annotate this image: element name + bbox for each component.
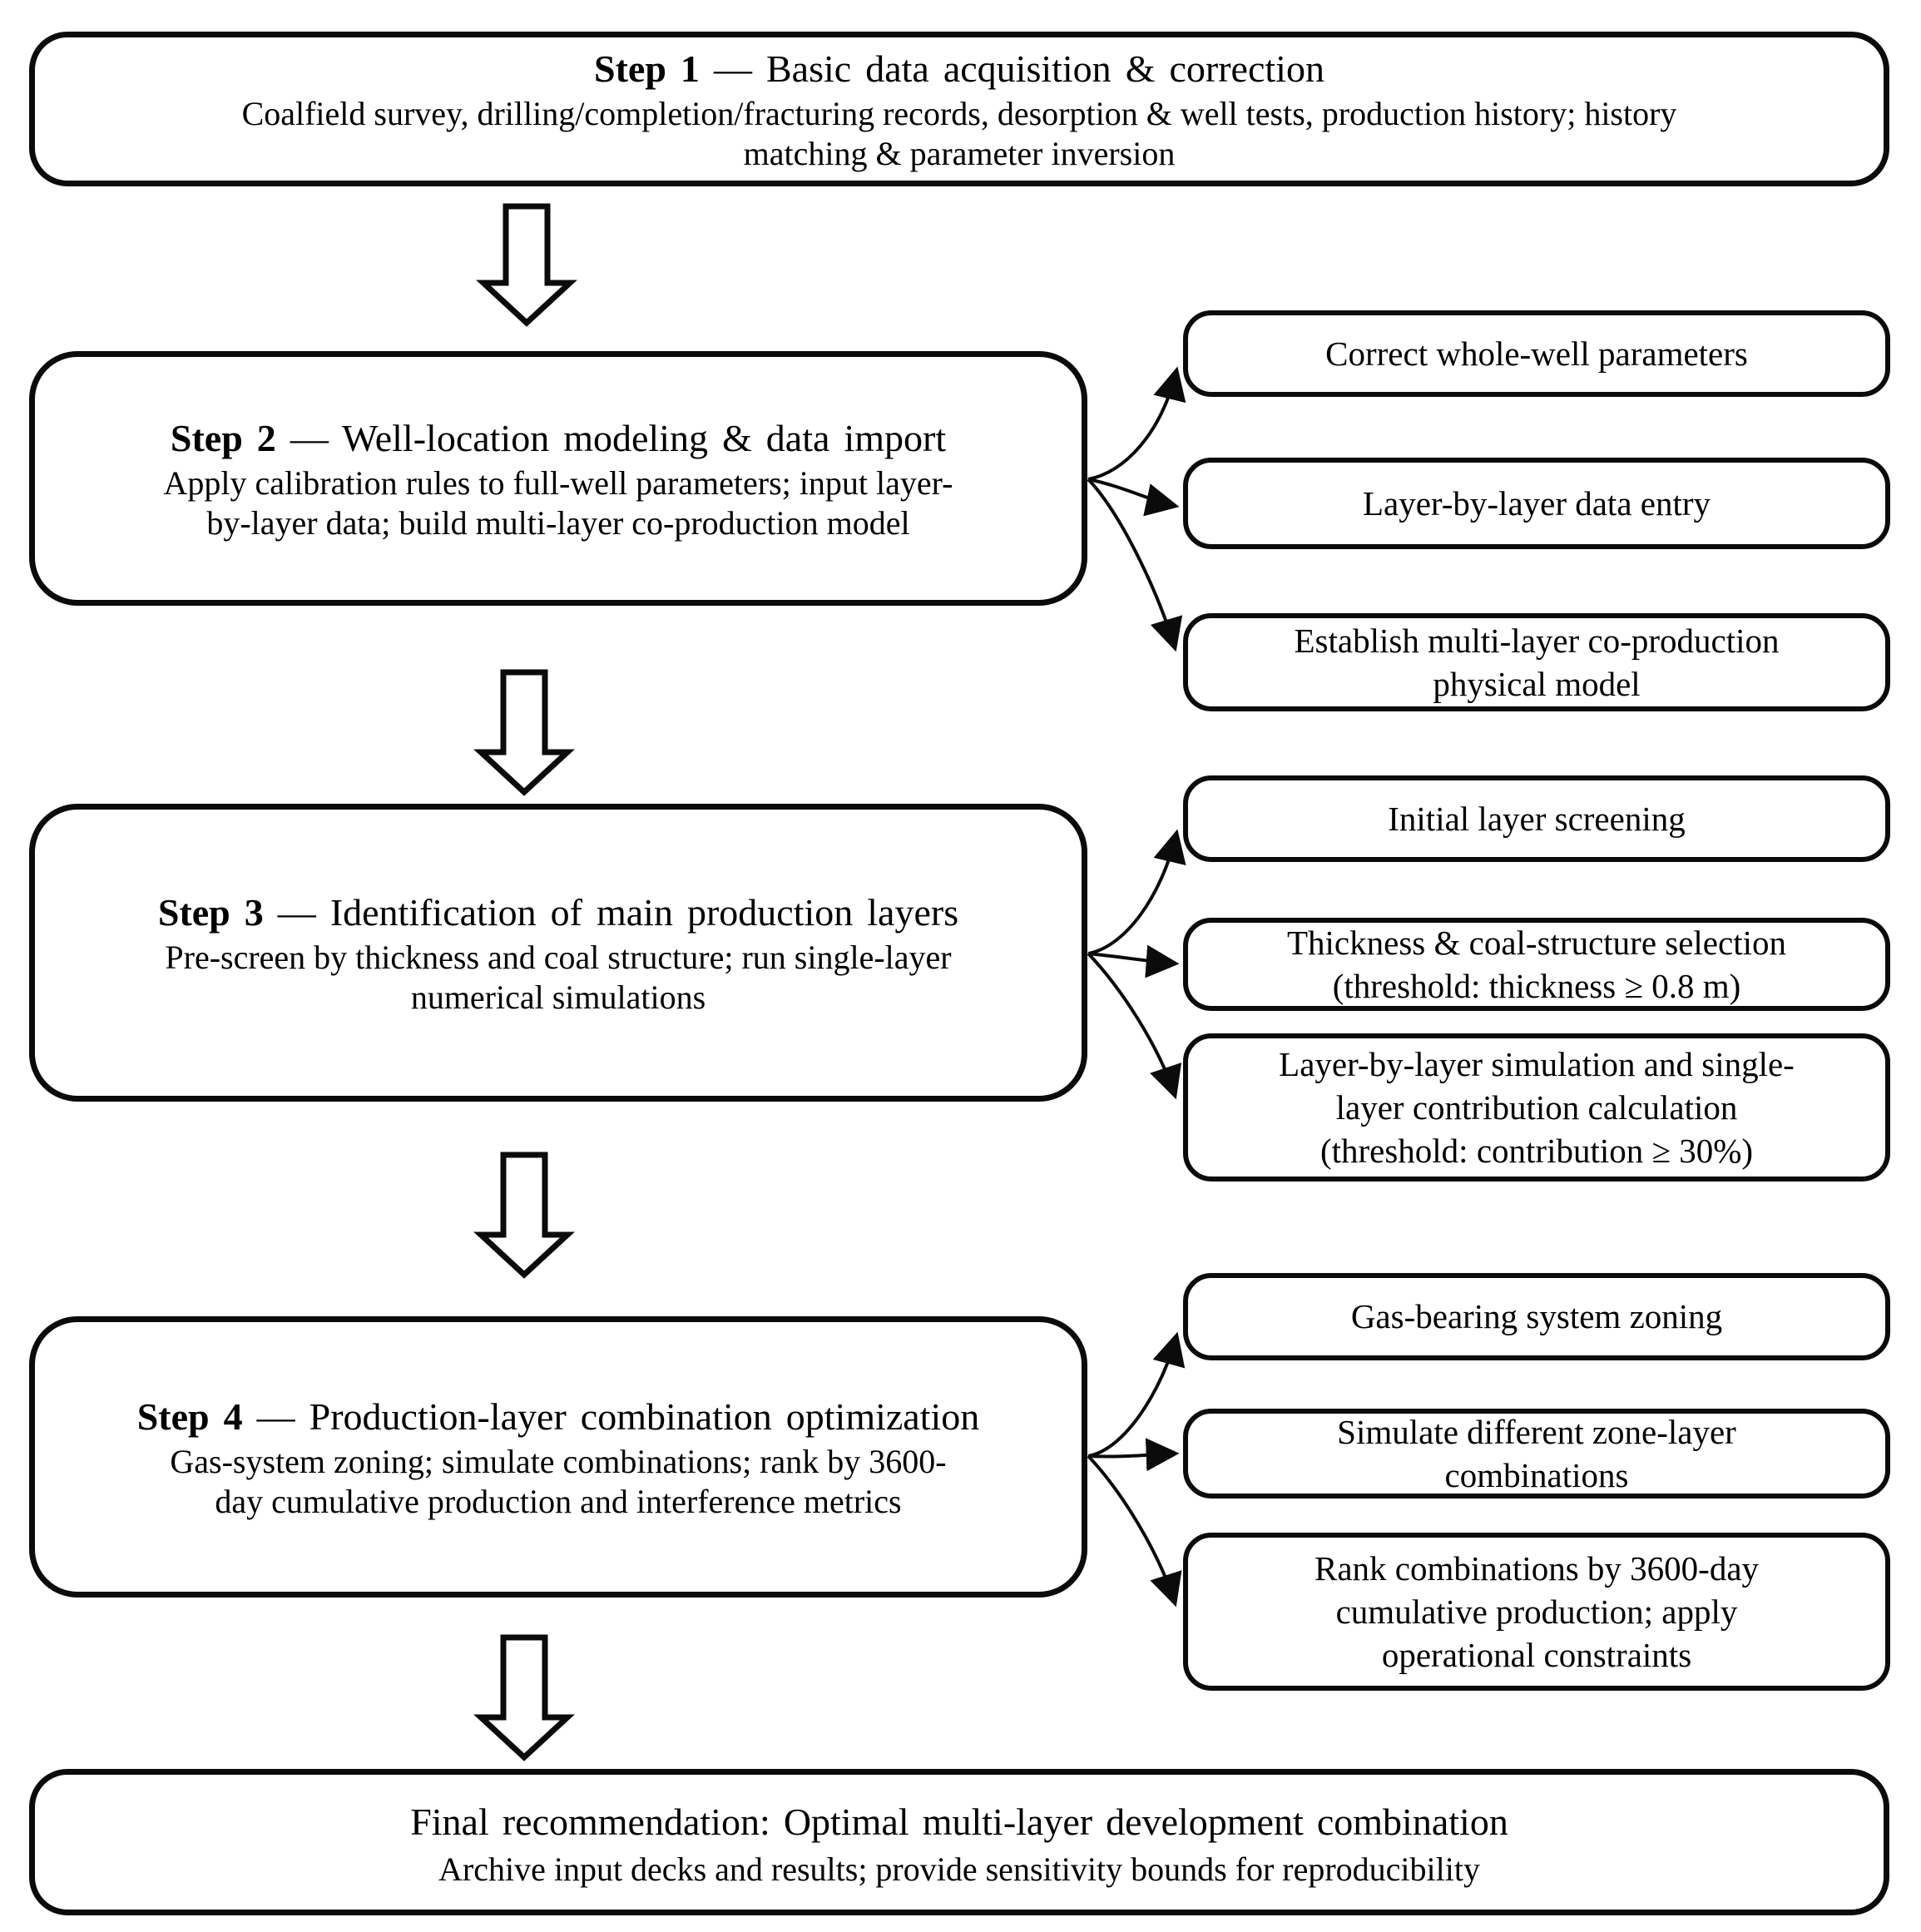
down-arrow-step3-step4	[473, 1152, 575, 1279]
step2-title-rest: — Well-location modeling & data import	[275, 417, 947, 460]
step1-body-line: Coalfield survey, drilling/completion/fr…	[241, 94, 1677, 132]
step2-body-line: Apply calibration rules to full-well par…	[163, 463, 953, 502]
side-box-initial-layer-screening: Initial layer screening	[1183, 775, 1890, 862]
step2-title: Step 2 — Well-location modeling & data i…	[171, 414, 946, 463]
side-box-label: Establish multi-layer co-production	[1294, 621, 1780, 660]
side-box-thickness-coal-structure-selection: Thickness & coal-structure selection (th…	[1183, 918, 1890, 1011]
step1-box: Step 1 — Basic data acquisition & correc…	[29, 32, 1889, 186]
final-title: Final recommendation: Optimal multi-laye…	[410, 1800, 1508, 1843]
side-box-label: Layer-by-layer simulation and single-	[1279, 1044, 1795, 1083]
step1-body: Coalfield survey, drilling/completion/fr…	[242, 94, 1677, 174]
side-box-gas-bearing-system-zoning: Gas-bearing system zoning	[1183, 1273, 1890, 1360]
side-box-label: cumulative production; apply	[1335, 1592, 1738, 1631]
step3-title: Step 3 — Identification of main producti…	[158, 888, 958, 938]
final-body: Archive input decks and results; provide…	[438, 1850, 1480, 1889]
side-box-label: Initial layer screening	[1388, 799, 1686, 838]
down-arrow-step4-final	[473, 1634, 575, 1761]
side-box-label: Correct whole-well parameters	[1325, 334, 1748, 373]
side-box-correct-whole-well-parameters: Correct whole-well parameters	[1183, 310, 1890, 397]
step3-body-line: numerical simulations	[410, 978, 706, 1016]
connector-step2-box2	[1087, 478, 1180, 517]
side-box-label: (threshold: thickness ≥ 0.8 m)	[1332, 967, 1741, 1005]
step2-body: Apply calibration rules to full-well par…	[164, 463, 953, 543]
side-box-label: Rank combinations by 3600-day	[1314, 1548, 1760, 1588]
side-box-layer-by-layer-data-entry: Layer-by-layer data entry	[1183, 458, 1890, 549]
step3-title-rest: — Identification of main production laye…	[263, 891, 959, 934]
connector-step2-box3	[1087, 478, 1183, 652]
step3-box: Step 3 — Identification of main producti…	[29, 804, 1087, 1102]
step2-box: Step 2 — Well-location modeling & data i…	[29, 351, 1087, 606]
side-box-label: Thickness & coal-structure selection	[1287, 923, 1786, 962]
down-arrow-step2-step3	[473, 669, 575, 796]
side-box-layer-simulation-contribution: Layer-by-layer simulation and single- la…	[1183, 1033, 1890, 1181]
step1-title-rest: — Basic data acquisition & correction	[699, 47, 1324, 91]
side-box-label: Simulate different zone-layer	[1337, 1412, 1736, 1451]
step2-body-line: by-layer data; build multi-layer co-prod…	[206, 503, 910, 542]
side-box-label: layer contribution calculation	[1335, 1087, 1738, 1127]
connector-step4-box1	[1087, 1331, 1186, 1458]
side-box-label: combinations	[1444, 1456, 1629, 1494]
side-box-label: operational constraints	[1381, 1636, 1692, 1675]
step3-title-bold: Step 3	[157, 891, 264, 934]
connector-step3-box3	[1087, 952, 1182, 1100]
side-box-rank-combinations: Rank combinations by 3600-day cumulative…	[1183, 1533, 1890, 1691]
step1-title: Step 1 — Basic data acquisition & correc…	[594, 44, 1324, 94]
side-box-label: Gas-bearing system zoning	[1350, 1297, 1723, 1336]
side-box-label: physical model	[1433, 665, 1641, 703]
step4-body-line: day cumulative production and interferen…	[215, 1482, 902, 1520]
connector-step2-box1	[1087, 366, 1186, 481]
connector-step3-box1	[1087, 829, 1186, 955]
side-box-simulate-zone-layer-combinations: Simulate different zone-layer combinatio…	[1183, 1409, 1890, 1499]
side-box-label: (threshold: contribution ≥ 30%)	[1319, 1132, 1754, 1171]
step1-title-bold: Step 1	[594, 47, 700, 91]
connector-step4-box2	[1087, 1438, 1180, 1472]
step4-title-bold: Step 4	[136, 1395, 243, 1439]
final-recommendation-box: Final recommendation: Optimal multi-laye…	[29, 1769, 1889, 1915]
step3-body-line: Pre-screen by thickness and coal structu…	[165, 938, 952, 976]
step4-body-line: Gas-system zoning; simulate combinations…	[170, 1442, 947, 1480]
connector-step3-box2	[1087, 944, 1180, 978]
step1-body-line: matching & parameter inversion	[743, 134, 1176, 172]
side-box-label: Layer-by-layer data entry	[1362, 483, 1711, 523]
step4-title-rest: — Production-layer combination optimizat…	[242, 1395, 980, 1439]
down-arrow-step1-step2	[476, 203, 577, 327]
connector-step4-box3	[1087, 1454, 1182, 1608]
step2-title-bold: Step 2	[170, 417, 276, 460]
side-box-establish-physical-model: Establish multi-layer co-production phys…	[1183, 613, 1890, 711]
step3-body: Pre-screen by thickness and coal structu…	[165, 938, 951, 1018]
step4-title: Step 4 — Production-layer combination op…	[137, 1392, 980, 1442]
step4-box: Step 4 — Production-layer combination op…	[29, 1316, 1087, 1598]
step4-body: Gas-system zoning; simulate combinations…	[170, 1442, 946, 1522]
